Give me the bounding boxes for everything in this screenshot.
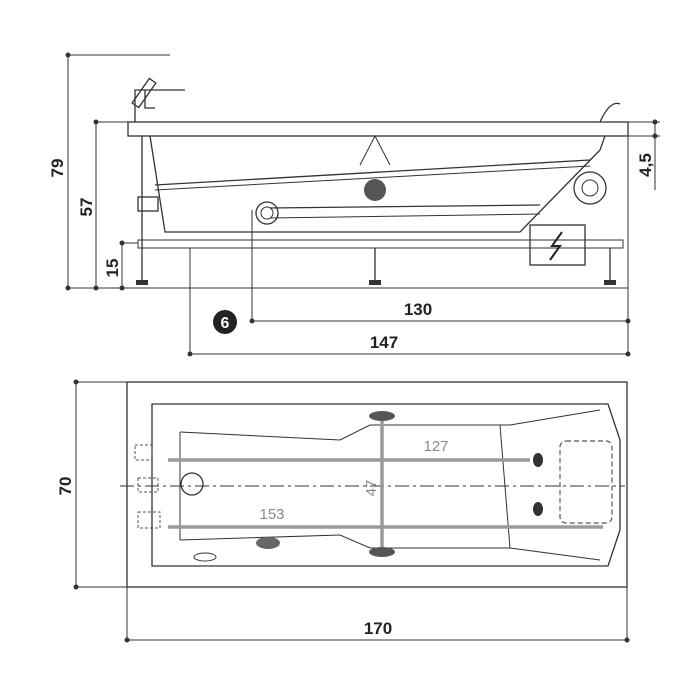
dim-147-label: 147 — [370, 333, 398, 352]
jet-nozzle — [255, 201, 279, 225]
blower-unit — [364, 179, 386, 201]
dim-170-label: 170 — [364, 619, 392, 638]
base-frame — [137, 239, 624, 249]
dim-dot — [73, 584, 79, 590]
pipe-lower — [269, 204, 541, 209]
jet-foot-bottom-icon — [533, 502, 543, 516]
dim-57-label: 57 — [77, 198, 96, 217]
control-panel-icon — [193, 552, 217, 562]
dim-15-label: 15 — [103, 259, 122, 278]
drain-fitting — [137, 196, 159, 212]
pipe-upper-inner — [154, 165, 591, 191]
jet-side-icon — [256, 537, 280, 549]
basin-outline — [151, 403, 621, 567]
tub-rim — [127, 121, 629, 137]
pump-motor — [573, 171, 607, 205]
jet-top-icon — [369, 411, 395, 421]
jet-nozzle-inner — [260, 206, 274, 220]
dim-dot — [249, 318, 255, 324]
dim-70-label: 70 — [56, 477, 75, 496]
faucet — [134, 89, 185, 122]
drain-icon — [180, 472, 204, 496]
tub-body — [149, 135, 606, 233]
basin-contour-top — [179, 409, 601, 441]
overflow-spout — [599, 102, 621, 123]
middle-brace — [359, 134, 391, 166]
jet-foot-top-icon — [533, 453, 543, 467]
dim-dot — [93, 119, 99, 125]
electrical-box — [529, 224, 586, 266]
top-view: 127 153 47 70 170 — [56, 379, 630, 643]
dim-dot — [119, 240, 125, 246]
tub-outline-top — [126, 381, 628, 588]
headrest-outline — [559, 440, 613, 524]
dim-dot — [652, 133, 658, 139]
pipe-lower-inner — [269, 213, 541, 219]
dim-4-5-label: 4,5 — [636, 153, 655, 177]
pipe-upper — [154, 159, 591, 186]
hand-shower — [131, 77, 157, 109]
dim-127-label: 127 — [423, 438, 448, 455]
dim-dot — [652, 119, 658, 125]
circled-number-icon — [213, 310, 237, 334]
lightning-icon — [549, 231, 563, 261]
marker-label: 6 — [221, 315, 230, 332]
dim-dot — [73, 379, 79, 385]
fitting-outlines — [134, 444, 161, 529]
dim-79-label: 79 — [48, 159, 67, 178]
dim-153-label: 153 — [259, 506, 284, 523]
dim-130-label: 130 — [404, 300, 432, 319]
dim-dot — [624, 637, 630, 643]
pump-motor-inner — [581, 179, 599, 197]
dim-dot — [124, 637, 130, 643]
foot-right — [604, 280, 616, 285]
side-view: 79 57 15 4,5 130 6 — [48, 52, 660, 357]
dim-47-label: 47 — [363, 480, 380, 497]
jet-bottom-icon — [369, 547, 395, 557]
basin-contour-bottom — [179, 534, 601, 561]
foot-left — [136, 280, 148, 285]
dim-dot — [65, 52, 71, 58]
dim-dot — [187, 351, 193, 357]
foot-middle — [369, 280, 381, 285]
